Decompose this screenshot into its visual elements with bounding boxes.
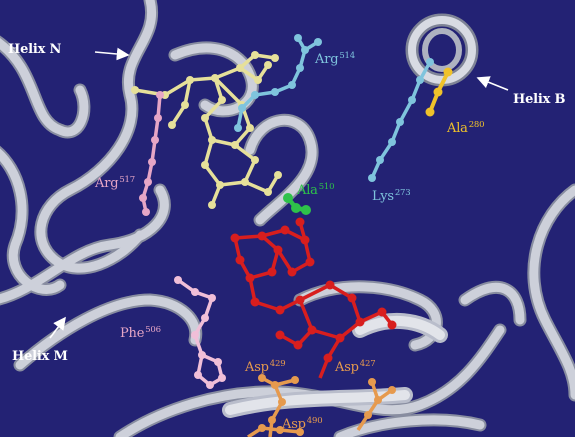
label-asp490: Asp490 bbox=[282, 416, 323, 432]
ligand-yellow-molecule bbox=[131, 51, 282, 209]
helix-n-arrow bbox=[94, 47, 130, 61]
residue-asp-sidechains bbox=[247, 374, 396, 437]
cofactor-red-molecule bbox=[230, 217, 397, 379]
helix-b-arrow bbox=[476, 76, 509, 91]
residue-ala280-sidechain bbox=[425, 67, 453, 117]
residue-ala510-sidechain bbox=[283, 193, 311, 215]
label-helix-m: Helix M bbox=[12, 349, 68, 364]
helix-pointer-arrows bbox=[49, 47, 509, 339]
label-arg514: Arg514 bbox=[315, 51, 355, 67]
residue-arg517-sidechain bbox=[139, 91, 164, 216]
label-asp429: Asp429 bbox=[245, 359, 286, 375]
label-helix-b: Helix B bbox=[513, 92, 566, 107]
label-phe506: Phe506 bbox=[120, 325, 161, 341]
residue-arg514-sidechain bbox=[234, 34, 322, 132]
residue-lys273-sidechain bbox=[368, 58, 434, 182]
helix-m-arrow bbox=[49, 316, 66, 339]
residue-phe506-sidechain bbox=[174, 276, 226, 389]
helix-b-coil bbox=[405, 13, 479, 87]
label-ala510: Ala510 bbox=[297, 182, 335, 198]
label-lys273: Lys273 bbox=[372, 188, 411, 204]
label-ala280: Ala280 bbox=[447, 120, 485, 136]
label-asp427: Asp427 bbox=[335, 359, 376, 375]
label-helix-n: Helix N bbox=[8, 42, 62, 57]
label-arg517: Arg517 bbox=[95, 175, 135, 191]
